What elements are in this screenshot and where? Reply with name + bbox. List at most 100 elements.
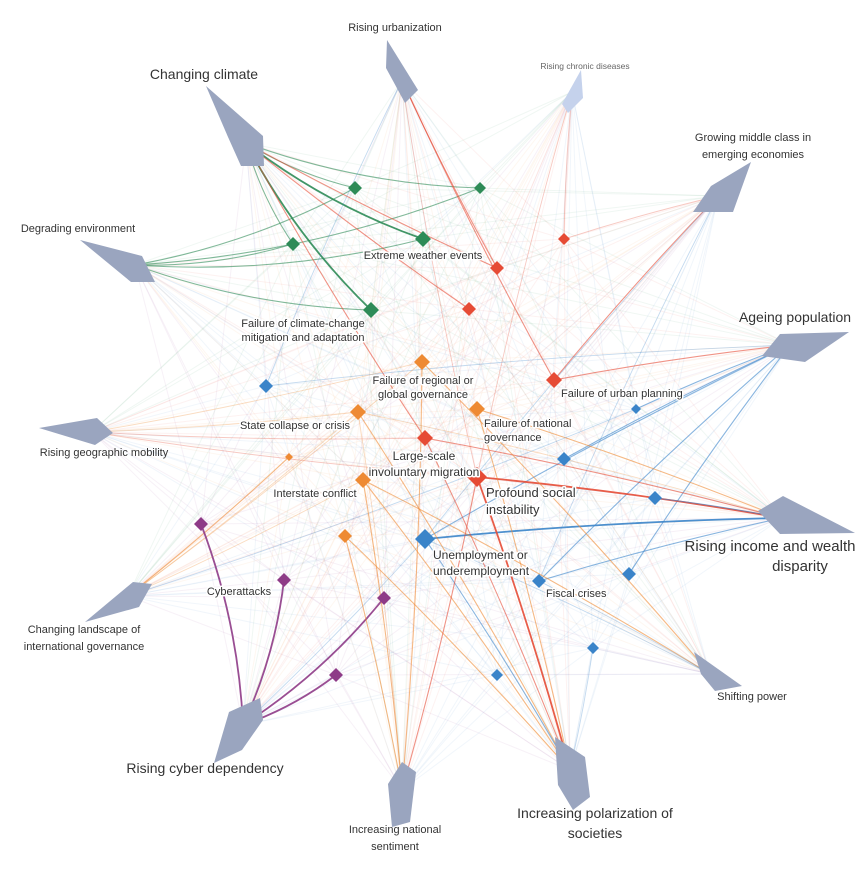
trend-risk-link xyxy=(245,142,426,439)
background-link xyxy=(538,580,571,771)
trend-node-ageing[interactable] xyxy=(762,332,849,362)
risk-node-soc-c[interactable] xyxy=(558,233,570,245)
risk-node-eco-e[interactable] xyxy=(622,567,636,581)
background-link xyxy=(200,344,791,525)
risk-node-state-collapse[interactable] xyxy=(350,404,366,420)
background-link xyxy=(468,308,711,675)
risk-node-eco-f[interactable] xyxy=(587,642,599,654)
background-link xyxy=(134,264,630,575)
risk-node-unemployment[interactable] xyxy=(415,529,435,549)
background-link xyxy=(265,344,791,387)
background-link xyxy=(91,243,294,433)
background-link xyxy=(91,238,424,433)
background-link xyxy=(571,91,656,499)
background-link xyxy=(496,91,573,676)
risk-label: Fiscal crises xyxy=(546,588,607,600)
trend-risk-link xyxy=(245,142,424,240)
risk-node-eco-g[interactable] xyxy=(491,669,503,681)
risk-node-env-c[interactable] xyxy=(286,237,300,251)
background-link xyxy=(563,458,711,675)
risk-node-tech-a[interactable] xyxy=(194,517,208,531)
trend-risk-link xyxy=(476,408,783,519)
background-link xyxy=(292,243,783,519)
background-link xyxy=(401,238,565,791)
trend-risk-link xyxy=(265,79,403,387)
trend-risk-link xyxy=(91,431,426,440)
background-link xyxy=(283,344,791,581)
risk-node-urban-planning[interactable] xyxy=(546,372,562,388)
background-link xyxy=(569,573,630,771)
background-link xyxy=(401,437,426,791)
risk-node-cyberattacks[interactable] xyxy=(277,573,291,587)
risk-node-geo-a[interactable] xyxy=(285,453,293,461)
trend-node-chronic[interactable] xyxy=(562,70,583,113)
background-link xyxy=(401,79,470,310)
trend-node-national[interactable] xyxy=(388,762,416,827)
background-link xyxy=(292,243,791,346)
background-link xyxy=(242,479,364,726)
risk-node-soc-a[interactable] xyxy=(490,261,504,275)
risk-node-env-b[interactable] xyxy=(474,182,486,194)
trend-node-power[interactable] xyxy=(694,652,742,691)
risk-node-soc-b[interactable] xyxy=(462,302,476,316)
risk-node-eco-c[interactable] xyxy=(557,452,571,466)
trend-risk-link xyxy=(127,456,290,597)
trend-risk-link xyxy=(134,243,294,266)
risk-node-tech-c[interactable] xyxy=(329,668,343,682)
background-link xyxy=(401,79,426,439)
background-link xyxy=(242,538,426,726)
trend-node-cyber[interactable] xyxy=(214,698,263,763)
background-link xyxy=(401,79,478,478)
trend-node-mobility[interactable] xyxy=(39,418,113,445)
background-link xyxy=(91,431,364,481)
background-link xyxy=(134,238,565,266)
background-link xyxy=(401,79,555,381)
trend-risk-link xyxy=(245,142,470,310)
background-link xyxy=(283,195,719,581)
background-link xyxy=(245,142,267,387)
background-link xyxy=(91,431,426,439)
background-link xyxy=(357,411,711,675)
background-link xyxy=(91,431,385,599)
trend-node-polarization[interactable] xyxy=(555,737,590,810)
trend-node-urbanization[interactable] xyxy=(386,40,418,103)
background-link xyxy=(134,264,498,676)
background-link xyxy=(654,195,719,499)
risk-node-extreme-weather[interactable] xyxy=(415,231,431,247)
background-link xyxy=(245,142,594,649)
risk-node-tech-b[interactable] xyxy=(377,591,391,605)
risk-node-involuntary-migration[interactable] xyxy=(417,430,433,446)
trend-node-income[interactable] xyxy=(758,496,855,534)
risk-node-env-a[interactable] xyxy=(348,181,362,195)
risk-node-fiscal-crises[interactable] xyxy=(532,574,546,588)
risk-node-eco-d[interactable] xyxy=(648,491,662,505)
background-link xyxy=(200,523,403,791)
risk-node-eco-a[interactable] xyxy=(259,379,273,393)
risk-node-geo-b[interactable] xyxy=(338,529,352,543)
background-link xyxy=(563,195,719,460)
trend-node-climate[interactable] xyxy=(206,86,264,166)
trend-risk-link xyxy=(563,344,791,460)
risk-node-climate-failure[interactable] xyxy=(363,302,379,318)
background-link xyxy=(354,187,719,197)
trend-node-environment[interactable] xyxy=(80,240,155,282)
trend-node-middle-class[interactable] xyxy=(693,162,751,212)
trend-label: sentiment xyxy=(371,841,419,853)
background-link xyxy=(344,535,403,791)
background-link xyxy=(335,91,573,676)
risk-node-social-instability[interactable] xyxy=(467,467,487,487)
background-link xyxy=(288,456,403,791)
background-link xyxy=(476,195,719,410)
risk-node-regional-governance[interactable] xyxy=(414,354,430,370)
risk-node-eco-b[interactable] xyxy=(631,404,641,414)
trend-risk-link xyxy=(401,476,478,791)
background-link xyxy=(200,517,783,525)
risk-node-national-governance[interactable] xyxy=(469,401,485,417)
background-link xyxy=(401,79,498,676)
background-link xyxy=(383,344,791,599)
background-link xyxy=(401,476,478,791)
background-link xyxy=(538,580,711,675)
trend-node-governance[interactable] xyxy=(85,582,152,622)
risk-node-interstate-conflict[interactable] xyxy=(355,472,371,488)
background-link xyxy=(563,238,571,771)
